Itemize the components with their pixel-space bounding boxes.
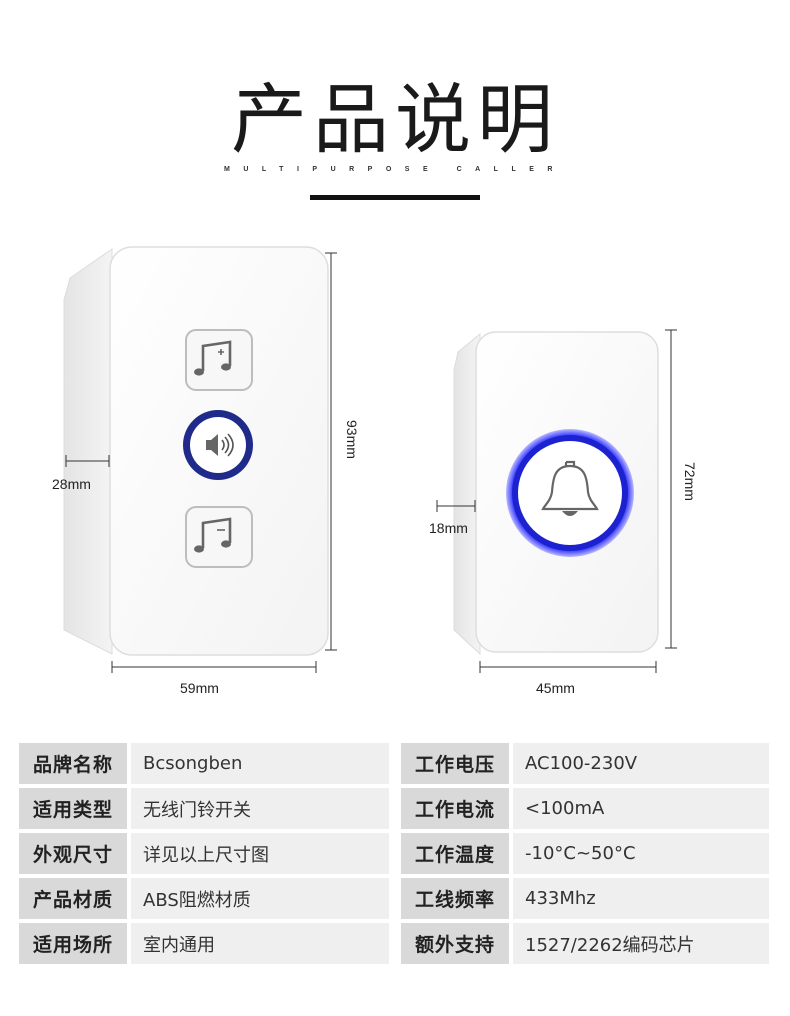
- spec-key: 工作温度: [401, 833, 509, 874]
- spec-value: Bcsongben: [131, 743, 389, 784]
- speaker-volume-icon: [206, 433, 234, 457]
- spec-table-left: 品牌名称 Bcsongben 适用类型 无线门铃开关 外观尺寸 详见以上尺寸图 …: [19, 743, 389, 968]
- spec-row: 工线频率 433Mhz: [401, 878, 769, 919]
- spec-row: 工作温度 -10°C~50°C: [401, 833, 769, 874]
- speaker-button[interactable]: [183, 410, 253, 480]
- spec-row: 工作电流 <100mA: [401, 788, 769, 829]
- receiver-depth-dimension: [65, 455, 110, 467]
- spec-value: 详见以上尺寸图: [131, 833, 389, 874]
- spec-value: 433Mhz: [513, 878, 769, 919]
- receiver-height-dimension: [325, 252, 337, 651]
- page-subtitle: MULTIPURPOSE CALLER: [224, 166, 566, 173]
- music-note-plus-icon: [194, 340, 232, 376]
- spec-value: <100mA: [513, 788, 769, 829]
- spec-value: -10°C~50°C: [513, 833, 769, 874]
- product-diagram: [63, 246, 677, 673]
- receiver-device: [63, 246, 329, 656]
- bell-icon: [541, 460, 599, 516]
- spec-row: 品牌名称 Bcsongben: [19, 743, 389, 784]
- receiver-depth-label: 28mm: [52, 476, 91, 492]
- volume-down-button[interactable]: [185, 506, 253, 568]
- spec-row: 适用类型 无线门铃开关: [19, 788, 389, 829]
- page-title: 产品说明: [231, 75, 559, 164]
- spec-value: ABS阻燃材质: [131, 878, 389, 919]
- transmitter-width-dimension: [479, 661, 657, 673]
- music-note-minus-icon: [194, 517, 232, 553]
- title-underline: [310, 195, 480, 200]
- spec-row: 产品材质 ABS阻燃材质: [19, 878, 389, 919]
- spec-key: 额外支持: [401, 923, 509, 964]
- spec-table-right: 工作电压 AC100-230V 工作电流 <100mA 工作温度 -10°C~5…: [401, 743, 769, 968]
- receiver-height-label: 93mm: [344, 420, 360, 459]
- transmitter-depth-label: 18mm: [429, 520, 468, 536]
- volume-up-button[interactable]: [185, 329, 253, 391]
- receiver-width-label: 59mm: [180, 680, 219, 696]
- spec-row: 额外支持 1527/2262编码芯片: [401, 923, 769, 964]
- spec-key: 工作电压: [401, 743, 509, 784]
- spec-key: 产品材质: [19, 878, 127, 919]
- spec-row: 工作电压 AC100-230V: [401, 743, 769, 784]
- spec-key: 适用类型: [19, 788, 127, 829]
- spec-row: 适用场所 室内通用: [19, 923, 389, 964]
- transmitter-depth-dimension: [436, 500, 476, 512]
- spec-key: 工线频率: [401, 878, 509, 919]
- spec-row: 外观尺寸 详见以上尺寸图: [19, 833, 389, 874]
- receiver-side: [63, 248, 113, 655]
- spec-key: 外观尺寸: [19, 833, 127, 874]
- receiver-width-dimension: [111, 661, 317, 673]
- spec-value: 1527/2262编码芯片: [513, 923, 769, 964]
- spec-value: AC100-230V: [513, 743, 769, 784]
- spec-key: 适用场所: [19, 923, 127, 964]
- doorbell-button[interactable]: [506, 429, 634, 557]
- spec-key: 工作电流: [401, 788, 509, 829]
- transmitter-width-label: 45mm: [536, 680, 575, 696]
- spec-value: 室内通用: [131, 923, 389, 964]
- transmitter-height-dimension: [665, 329, 677, 649]
- transmitter-device: [453, 331, 659, 656]
- spec-value: 无线门铃开关: [131, 788, 389, 829]
- spec-key: 品牌名称: [19, 743, 127, 784]
- transmitter-height-label: 72mm: [682, 462, 698, 501]
